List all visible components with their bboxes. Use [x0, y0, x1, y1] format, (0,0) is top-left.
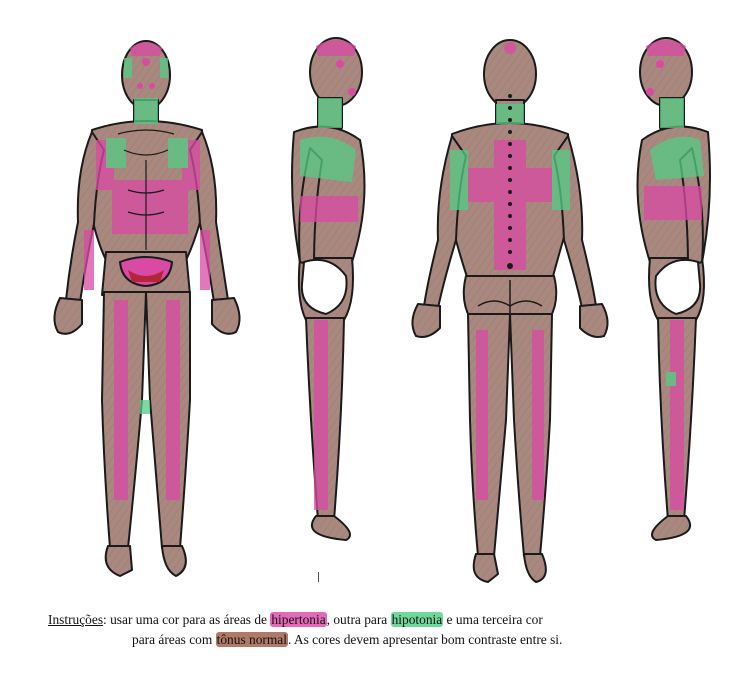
- side-view-left-figure: [638, 38, 711, 540]
- body-tone-diagram: [0, 0, 746, 600]
- front-view-figure: [54, 41, 239, 576]
- back-view-figure: [412, 40, 607, 582]
- instructions-caption: Instruções: usar uma cor para as áreas d…: [48, 610, 738, 650]
- caption-text-1b: , outra para: [327, 612, 391, 627]
- side-view-right-figure: [292, 38, 365, 540]
- tonus-normal-highlight: tônus normal: [216, 632, 288, 647]
- caption-text-2a: para áreas com: [132, 632, 216, 647]
- hipotonia-highlight: hipotonia: [391, 612, 444, 627]
- caption-line-2: para áreas com tônus normal. As cores de…: [48, 630, 738, 650]
- hipertonia-highlight: hipertonia: [270, 612, 326, 627]
- instructions-label: Instruções: [48, 612, 103, 627]
- caption-text-2b: . As cores devem apresentar bom contrast…: [288, 632, 562, 647]
- caption-text-1c: e uma terceira cor: [443, 612, 543, 627]
- caption-text-1a: : usar uma cor para as áreas de: [103, 612, 270, 627]
- stray-pencil-mark: [318, 572, 319, 582]
